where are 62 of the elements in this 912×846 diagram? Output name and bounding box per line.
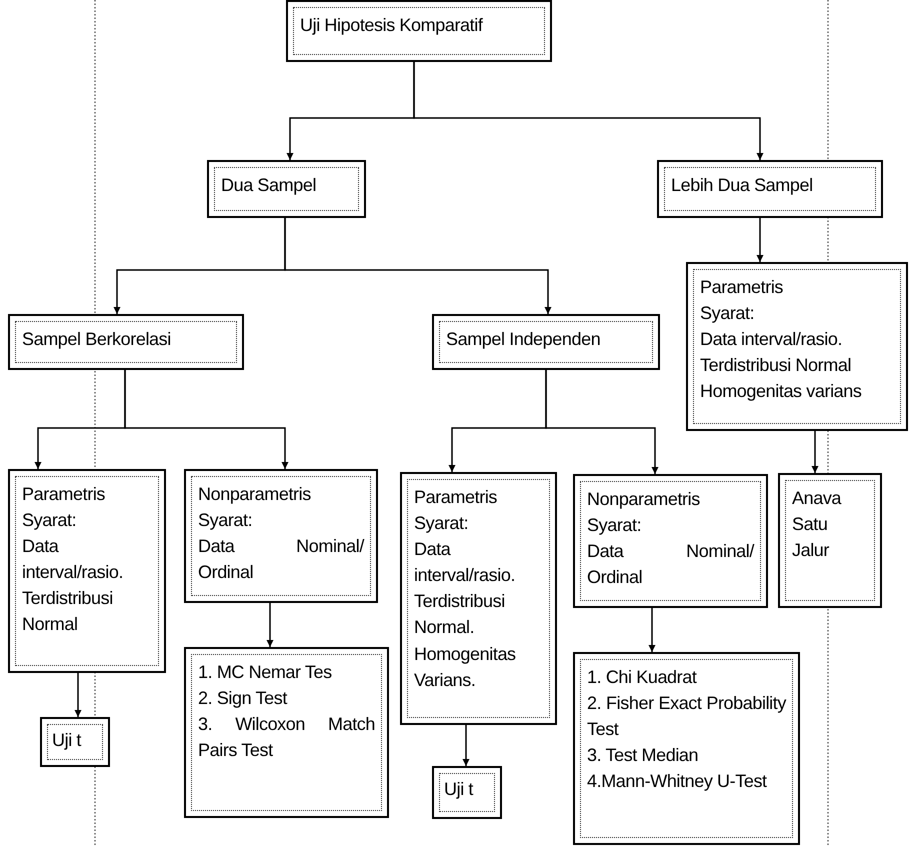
arrow bbox=[545, 370, 658, 474]
node-text: Syarat: bbox=[198, 509, 254, 532]
process-box bbox=[286, 0, 552, 62]
arrow bbox=[756, 218, 764, 262]
process-box bbox=[432, 314, 660, 370]
node-text: Uji t bbox=[52, 729, 82, 752]
node-text: Data Nominal/ Ordinal bbox=[587, 540, 754, 590]
node-text: Nonparametris bbox=[198, 483, 312, 506]
node-text: 1. MC Nemar Tes bbox=[198, 661, 333, 684]
node-text: Nonparametris bbox=[587, 488, 701, 511]
arrow bbox=[284, 218, 552, 314]
process-box bbox=[184, 469, 378, 603]
process-box bbox=[573, 652, 800, 845]
node-text: Homogenitas Varians. bbox=[414, 642, 517, 692]
node-text: Parametris bbox=[414, 486, 498, 509]
node-text: 2. Sign Test bbox=[198, 687, 288, 710]
node-text: Sampel Berkorelasi bbox=[22, 328, 172, 351]
process-box bbox=[184, 647, 389, 818]
node-text: Homogenitas varians bbox=[700, 380, 862, 404]
node-text: Dua Sampel bbox=[221, 174, 318, 197]
node-text: Uji Hipotesis Komparatif bbox=[300, 14, 484, 37]
node-text: Satu bbox=[792, 513, 828, 536]
node-text: 3. Wilcoxon Match Pairs Test bbox=[198, 713, 375, 762]
node-text: Lebih Dua Sampel bbox=[671, 174, 814, 197]
node-text: Terdistribusi Normal. bbox=[414, 590, 506, 640]
process-box bbox=[432, 766, 502, 819]
node-text: Terdistribusi Normal bbox=[700, 354, 852, 378]
node-text: Jalur bbox=[792, 539, 830, 562]
node-text: Sampel Independen bbox=[446, 328, 602, 351]
process-box bbox=[8, 314, 244, 370]
process-box bbox=[8, 469, 166, 673]
process-box bbox=[40, 717, 110, 767]
node-text: 2. Fisher Exact Probability Test bbox=[587, 692, 786, 742]
arrow bbox=[812, 431, 818, 473]
arrow bbox=[74, 673, 82, 717]
arrow bbox=[413, 62, 764, 160]
node-text: 1. Chi Kuadrat bbox=[587, 666, 698, 689]
process-box bbox=[686, 262, 908, 431]
node-text: Terdistribusi Normal bbox=[22, 587, 114, 636]
arrow bbox=[462, 725, 470, 766]
node-text: Syarat: bbox=[414, 512, 470, 536]
node-text: Data interval/rasio. bbox=[22, 535, 124, 584]
arrow bbox=[648, 608, 656, 652]
node-text: Syarat: bbox=[587, 514, 642, 538]
node-text: Uji t bbox=[444, 778, 474, 801]
node-text: Data Nominal/ Ordinal bbox=[198, 535, 364, 584]
arrow bbox=[266, 603, 274, 647]
node-text: Parametris bbox=[700, 276, 784, 299]
node-text: Anava bbox=[792, 487, 842, 510]
node-text: Parametris bbox=[22, 483, 106, 506]
node-text: 3. Test Median bbox=[587, 744, 700, 768]
process-box bbox=[400, 472, 557, 725]
node-text: Syarat: bbox=[22, 509, 78, 532]
node-text: Data interval/rasio. bbox=[700, 328, 844, 352]
process-box bbox=[573, 474, 768, 608]
process-box bbox=[778, 473, 882, 608]
node-text: Data interval/rasio. bbox=[414, 538, 516, 588]
node-text: Syarat: bbox=[700, 302, 756, 326]
arrow bbox=[124, 370, 288, 469]
process-box bbox=[207, 160, 366, 218]
node-text: 4.Mann-Whitney U-Test bbox=[587, 770, 768, 794]
process-box bbox=[657, 160, 883, 218]
